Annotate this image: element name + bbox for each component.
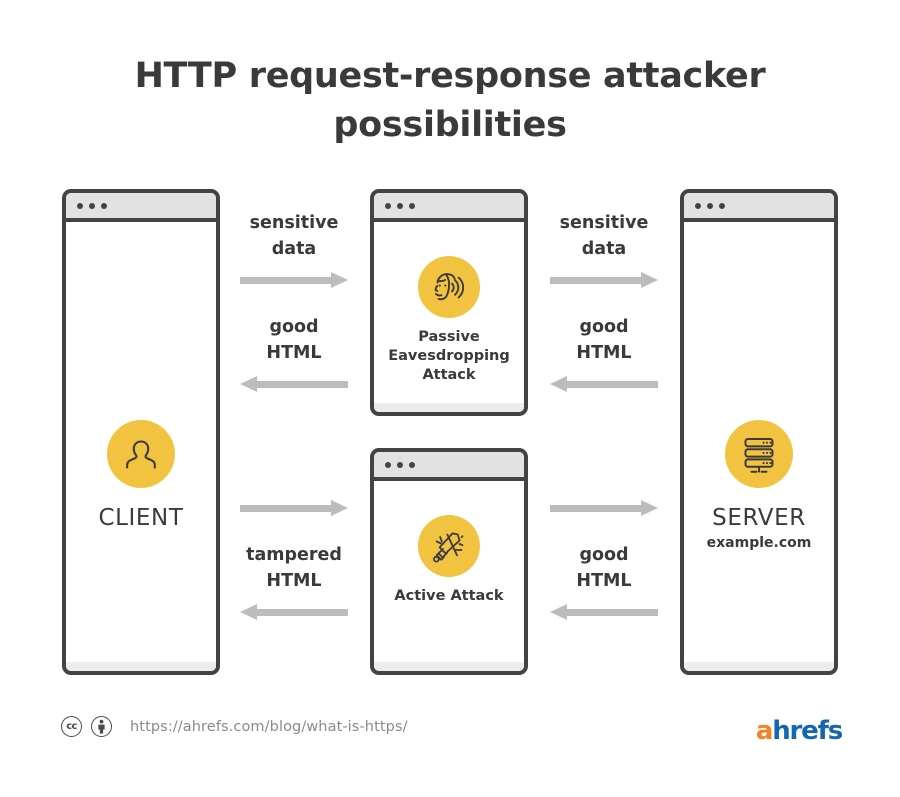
page-title: HTTP request-response attacker possibili…	[134, 56, 766, 145]
arrow-request-right-icon	[240, 272, 348, 288]
flow-response-label: tampered HTML	[246, 545, 342, 591]
window-dot-icon	[77, 202, 83, 209]
arrow-response-left-icon	[240, 604, 348, 620]
window-dot-icon	[101, 202, 107, 209]
window-dot-icon	[409, 461, 415, 468]
arrow-response-left-icon	[240, 376, 348, 392]
client-endpoint: CLIENT	[66, 420, 216, 531]
flow-passive-server: sensitive data good HTML	[539, 210, 669, 392]
window-dot-icon	[707, 202, 713, 209]
attribution-icon	[91, 716, 112, 737]
sword-icon	[418, 515, 480, 577]
client-window-body: CLIENT	[66, 222, 216, 671]
server-endpoint: SERVER example.com	[684, 420, 834, 551]
window-dot-icon	[385, 461, 391, 468]
active-attacker-label: Active Attack	[394, 588, 504, 604]
flow-response-label: good HTML	[576, 545, 632, 591]
window-footer-strip	[684, 662, 834, 671]
active-attacker-window-body: Active Attack	[374, 481, 524, 671]
source-url[interactable]: https://ahrefs.com/blog/what-is-https/	[130, 718, 408, 735]
window-footer-strip	[374, 403, 524, 412]
client-label: CLIENT	[98, 505, 184, 531]
flow-response-label: good HTML	[576, 317, 632, 363]
window-dot-icon	[695, 202, 701, 209]
arrow-request-right-icon	[550, 272, 658, 288]
ahrefs-logo-a: a	[755, 716, 774, 746]
server-sublabel: example.com	[706, 535, 812, 551]
window-footer-strip	[374, 662, 524, 671]
passive-attacker: Passive Eavesdropping Attack	[374, 256, 524, 385]
client-window-panel: CLIENT	[62, 189, 220, 675]
window-footer-strip	[66, 662, 216, 671]
server-label: SERVER	[712, 505, 806, 531]
window-dot-icon	[89, 202, 95, 209]
flow-request-label: sensitive data	[559, 213, 649, 259]
arrow-response-left-icon	[550, 604, 658, 620]
creative-commons-icon: cc	[61, 716, 82, 737]
server-window-body: SERVER example.com	[684, 222, 834, 671]
window-titlebar	[374, 193, 524, 222]
server-rack-icon	[725, 420, 793, 488]
ahrefs-logo: ahrefs	[755, 716, 843, 746]
server-window-panel: SERVER example.com	[680, 189, 838, 675]
flow-request-label: sensitive data	[249, 213, 339, 259]
window-titlebar	[374, 452, 524, 481]
active-attacker-window-panel: Active Attack	[370, 448, 528, 675]
footer: cc https://ahrefs.com/blog/what-is-https…	[61, 716, 408, 737]
flow-client-passive: sensitive data good HTML	[229, 210, 359, 392]
passive-attacker-label: Passive Eavesdropping Attack	[388, 329, 510, 383]
active-attacker: Active Attack	[374, 515, 524, 606]
arrow-request-right-icon	[550, 500, 658, 516]
window-dot-icon	[409, 202, 415, 209]
arrow-request-right-icon	[240, 500, 348, 516]
passive-attacker-window-body: Passive Eavesdropping Attack	[374, 222, 524, 412]
cc-text: cc	[66, 721, 77, 732]
flow-response-label: good HTML	[266, 317, 322, 363]
person-icon	[107, 420, 175, 488]
window-dot-icon	[397, 202, 403, 209]
arrow-response-left-icon	[550, 376, 658, 392]
ahrefs-logo-rest: hrefs	[772, 716, 843, 746]
flow-client-active: tampered HTML	[229, 500, 359, 620]
window-dot-icon	[385, 202, 391, 209]
window-titlebar	[684, 193, 834, 222]
flow-active-server: good HTML	[539, 500, 669, 620]
passive-attacker-window-panel: Passive Eavesdropping Attack	[370, 189, 528, 416]
window-dot-icon	[719, 202, 725, 209]
window-dot-icon	[397, 461, 403, 468]
window-titlebar	[66, 193, 216, 222]
ear-listening-icon	[418, 256, 480, 318]
